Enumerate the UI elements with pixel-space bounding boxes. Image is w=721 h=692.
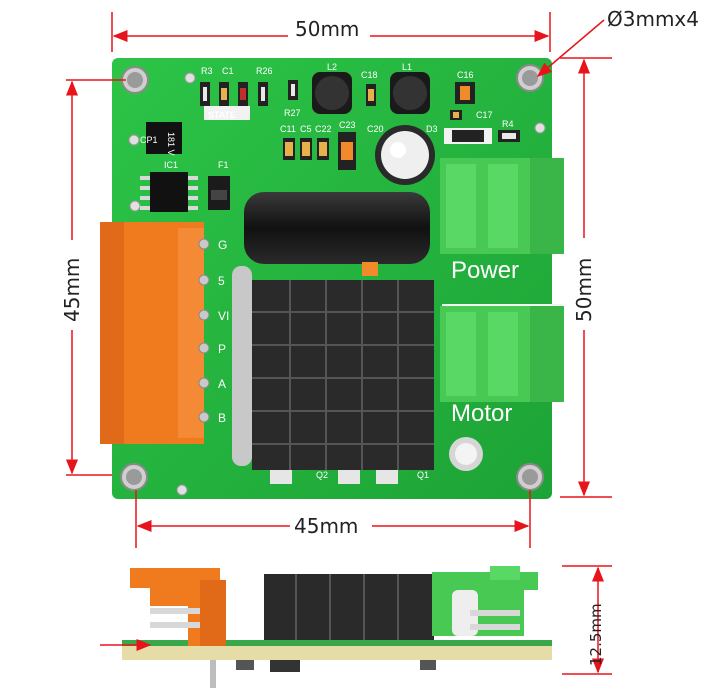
power-terminal bbox=[440, 158, 564, 254]
dimension-right-50mm: 50mm bbox=[572, 58, 596, 497]
svg-text:L2: L2 bbox=[327, 62, 337, 72]
svg-text:12.5mm: 12.5mm bbox=[587, 603, 605, 666]
svg-text:IC1: IC1 bbox=[164, 160, 178, 170]
power-label: Power bbox=[451, 257, 519, 284]
heatsink bbox=[252, 280, 434, 470]
pin-label-a: A bbox=[218, 377, 226, 391]
motor-label: Motor bbox=[451, 400, 512, 427]
svg-text:F1: F1 bbox=[218, 160, 229, 170]
smd-parts-top-left bbox=[200, 80, 298, 120]
svg-text:45mm: 45mm bbox=[60, 258, 84, 322]
svg-text:45mm: 45mm bbox=[294, 514, 358, 538]
svg-text:C22: C22 bbox=[315, 124, 332, 134]
svg-text:C5: C5 bbox=[300, 124, 312, 134]
svg-text:C18: C18 bbox=[361, 70, 378, 80]
pin-label-b: B bbox=[218, 411, 226, 425]
svg-text:Q1: Q1 bbox=[417, 470, 429, 480]
svg-text:STATE: STATE bbox=[208, 110, 236, 120]
pin-label-g: G bbox=[218, 238, 227, 252]
svg-text:C20: C20 bbox=[367, 124, 384, 134]
svg-text:C17: C17 bbox=[476, 110, 493, 120]
dimension-hole-spec: Ø3mmx4 bbox=[536, 7, 699, 77]
choke-cylinder bbox=[244, 192, 430, 264]
svg-text:D3: D3 bbox=[426, 124, 438, 134]
dimension-side-12-5mm: 12.5mm bbox=[562, 565, 612, 675]
svg-text:50mm: 50mm bbox=[572, 258, 596, 322]
side-view bbox=[100, 566, 552, 688]
motor-terminal bbox=[440, 306, 564, 402]
svg-text:50mm: 50mm bbox=[295, 17, 359, 41]
pin-label-vi: VI bbox=[218, 309, 229, 323]
dimension-bottom-45mm: 45mm bbox=[136, 514, 530, 538]
svg-text:C23: C23 bbox=[339, 120, 356, 130]
svg-text:C1: C1 bbox=[222, 66, 234, 76]
svg-text:C16: C16 bbox=[457, 70, 474, 80]
pin-label-5: 5 bbox=[218, 274, 225, 288]
dimension-left-45mm: 45mm bbox=[60, 80, 84, 475]
svg-text:L1: L1 bbox=[402, 62, 412, 72]
svg-text:Ø3mmx4: Ø3mmx4 bbox=[607, 7, 699, 31]
svg-text:C11: C11 bbox=[280, 124, 296, 134]
pin-label-p: P bbox=[218, 342, 226, 356]
signal-terminal-block bbox=[100, 222, 210, 444]
svg-text:R26: R26 bbox=[256, 66, 273, 76]
chip-marking: 181 V bbox=[166, 132, 176, 156]
dimension-top-50mm: 50mm bbox=[112, 17, 550, 42]
silkscreen-labels: R3 C1 R26 STATE R27 L2 C18 L1 C16 C17 R4… bbox=[140, 62, 514, 480]
svg-text:R27: R27 bbox=[284, 108, 301, 118]
svg-text:Q2: Q2 bbox=[316, 470, 328, 480]
svg-text:R4: R4 bbox=[502, 119, 514, 129]
svg-text:CP1: CP1 bbox=[140, 135, 158, 145]
svg-text:R3: R3 bbox=[201, 66, 213, 76]
inductors bbox=[312, 72, 430, 114]
